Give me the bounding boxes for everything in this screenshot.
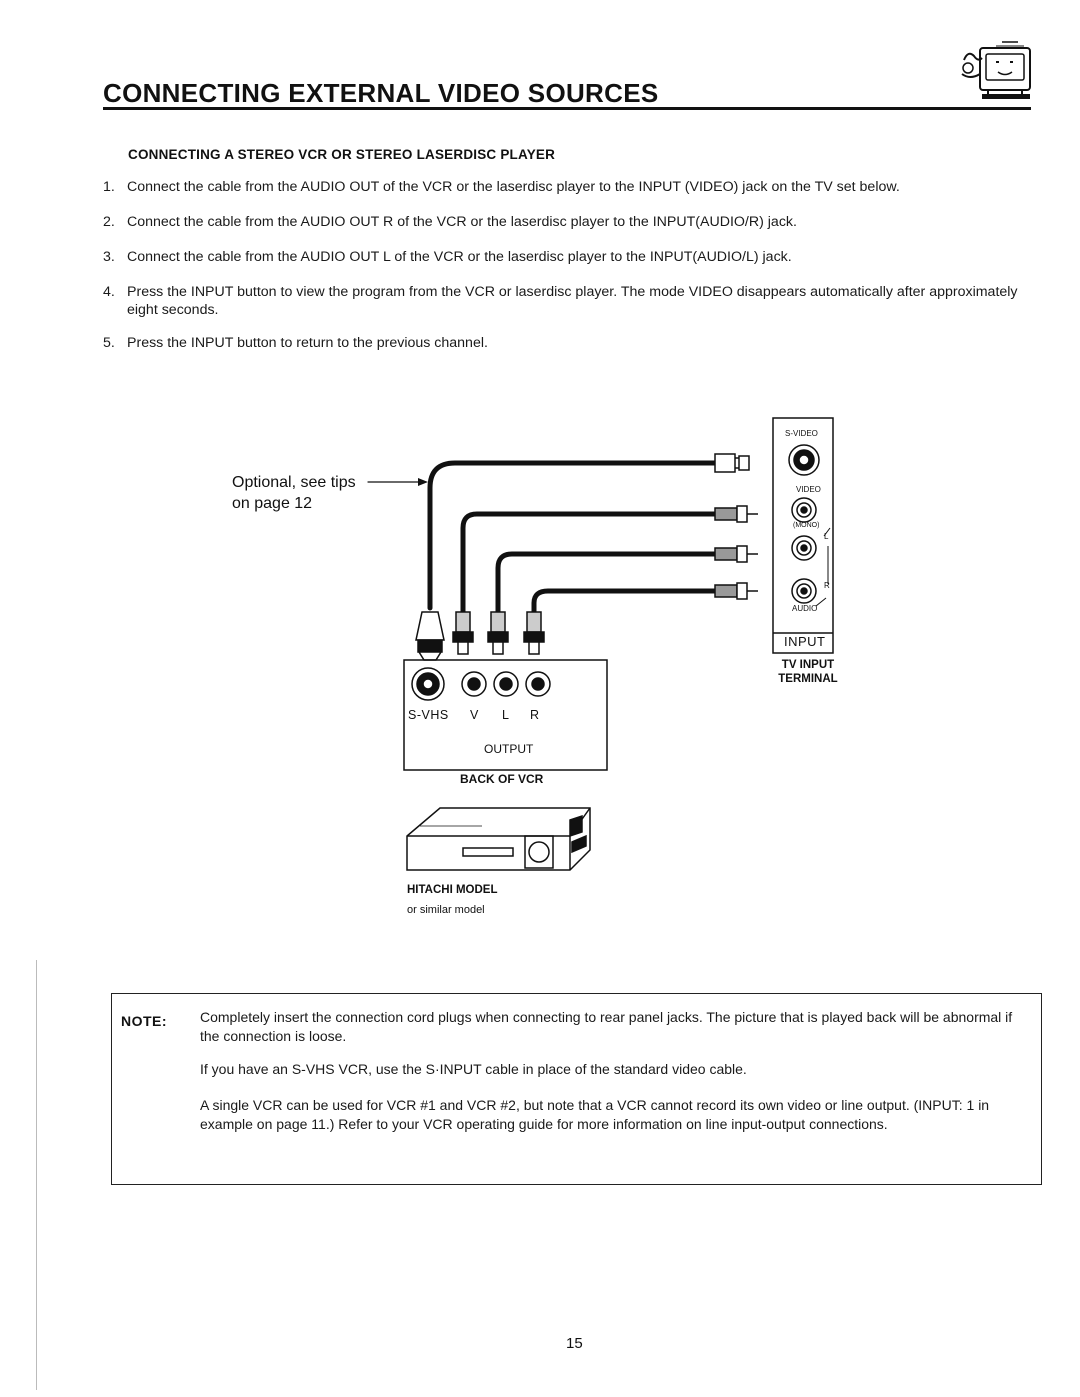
- step-number: 4.: [103, 284, 115, 300]
- step-text: Connect the cable from the AUDIO OUT L o…: [127, 249, 792, 265]
- video-cable: [460, 511, 718, 615]
- svideo-label: S-VIDEO: [785, 429, 818, 438]
- video-label: VIDEO: [796, 485, 821, 494]
- vcr-v-label: V: [470, 708, 479, 722]
- mono-label: (MONO): [793, 522, 820, 529]
- input-label: INPUT: [784, 634, 826, 649]
- step-item: 5. Press the INPUT button to return to t…: [103, 334, 1033, 352]
- svideo-jack: [788, 444, 820, 476]
- step-number: 3.: [103, 249, 115, 265]
- connection-diagram: Optional, see tips on page 12 S-VIDEO VI…: [220, 408, 860, 928]
- optional-arrow-head: [418, 478, 428, 486]
- vcr-back-panel: [403, 659, 608, 771]
- optional-note-line2: on page 12: [232, 495, 313, 512]
- step-number: 5.: [103, 335, 115, 351]
- step-text: Connect the cable from the AUDIO OUT R o…: [127, 214, 797, 230]
- audio-label: AUDIO: [792, 604, 818, 613]
- audio-l-cable: [495, 551, 718, 615]
- note-label: NOTE:: [121, 1013, 168, 1029]
- audio-l-jack: [791, 535, 817, 561]
- vcr-r-jack: [525, 671, 551, 697]
- rca-plug-l-vcr: [490, 611, 506, 633]
- note-paragraph: If you have an S-VHS VCR, use the S·INPU…: [200, 1061, 747, 1077]
- tv-input-panel: [772, 417, 834, 654]
- rca-plug-l-tv: [714, 547, 738, 561]
- vcr-l-label: L: [502, 708, 509, 722]
- step-text: Connect the cable from the AUDIO OUT of …: [127, 179, 900, 195]
- back-of-vcr-caption: BACK OF VCR: [460, 772, 544, 786]
- page-number: 15: [566, 1335, 583, 1352]
- vcr-svhs-jack: [411, 667, 445, 701]
- vcr-r-label: R: [530, 708, 540, 722]
- audio-r-jack: [791, 578, 817, 604]
- page-title: CONNECTING EXTERNAL VIDEO SOURCES: [103, 78, 659, 108]
- title-rule: [103, 107, 1031, 110]
- step-item: 2. Connect the cable from the AUDIO OUT …: [103, 213, 1033, 231]
- vcr-l-jack: [493, 671, 519, 697]
- video-jack: [791, 497, 817, 523]
- rca-plug-video-vcr: [455, 611, 471, 633]
- tv-input-caption-line2: TERMINAL: [778, 673, 838, 685]
- r-label: R: [824, 581, 830, 590]
- rca-plug-r-vcr: [526, 611, 542, 633]
- vcr-v-jack: [461, 671, 487, 697]
- step-item: 1. Connect the cable from the AUDIO OUT …: [103, 178, 1033, 196]
- section-heading: CONNECTING A STEREO VCR OR STEREO LASERD…: [128, 147, 556, 162]
- svideo-plug-tv: [714, 453, 736, 473]
- step-number: 1.: [103, 179, 115, 195]
- note-box: NOTE: Completely insert the connection c…: [111, 993, 1042, 1185]
- vcr-model-caption: HITACHI MODEL: [407, 884, 498, 896]
- svideo-cable: [427, 460, 718, 611]
- optional-note: Optional, see tips on page 12: [232, 472, 356, 514]
- vcr-unit-illustration: [406, 807, 591, 871]
- margin-mark: [36, 960, 37, 1390]
- rca-plug-r-tv: [714, 584, 738, 598]
- svhs-label: S-VHS: [408, 708, 449, 722]
- vcr-similar-caption: or similar model: [407, 904, 485, 916]
- step-number: 2.: [103, 214, 115, 230]
- output-label: OUTPUT: [484, 742, 534, 756]
- svideo-plug-vcr: [415, 611, 445, 641]
- note-paragraph: A single VCR can be used for VCR #1 and …: [200, 1097, 990, 1132]
- tv-input-caption-line1: TV INPUT: [781, 659, 835, 671]
- audio-r-cable: [531, 588, 718, 615]
- optional-note-line1: Optional, see tips: [232, 474, 356, 491]
- steps-list: 1. Connect the cable from the AUDIO OUT …: [103, 178, 1033, 352]
- l-label: L: [824, 532, 829, 541]
- note-paragraph: Completely insert the connection cord pl…: [200, 1009, 1013, 1044]
- tv-mascot-icon: [961, 41, 1031, 99]
- connection-diagram-drawing: [367, 417, 834, 871]
- step-item: 3. Connect the cable from the AUDIO OUT …: [103, 248, 1033, 266]
- note-body: Completely insert the connection cord pl…: [200, 1008, 1026, 1148]
- step-item: 4. Press the INPUT button to view the pr…: [103, 283, 1033, 319]
- step-text: Press the INPUT button to return to the …: [127, 335, 488, 351]
- tv-input-terminal-caption: TV INPUT TERMINAL: [777, 658, 839, 686]
- rca-plug-video-tv: [714, 507, 738, 521]
- step-text: Press the INPUT button to view the progr…: [127, 284, 1018, 318]
